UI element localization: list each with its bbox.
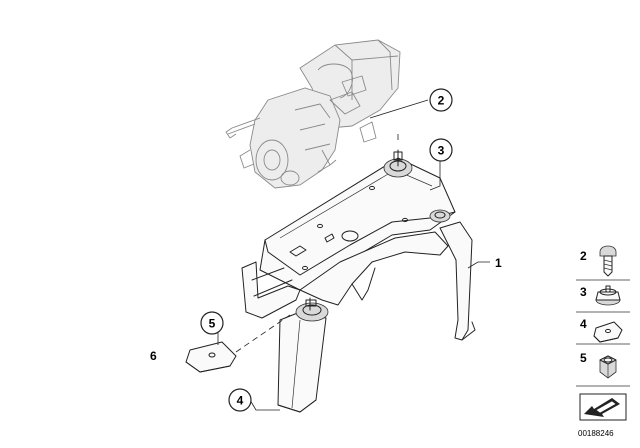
callout-3-label: 3 (438, 144, 445, 158)
hydraulic-unit-ghost (225, 39, 401, 189)
callout-4: 4 (228, 388, 252, 412)
legend-number-5: 5 (580, 351, 587, 365)
installation-arrow-icon (579, 393, 627, 421)
hex-nut-icon (599, 355, 617, 379)
callout-4-label: 4 (237, 394, 244, 408)
rubber-mount-icon (595, 285, 621, 306)
clip-nut-icon (593, 321, 623, 343)
leader-lines (217, 99, 490, 411)
callout-6: 6 (150, 349, 157, 363)
callout-2: 2 (429, 88, 453, 112)
parts-legend: 2 3 4 5 (576, 245, 630, 421)
callout-3: 3 (429, 138, 453, 162)
callout-5-label: 5 (209, 317, 216, 331)
document-number: 00188246 (578, 429, 614, 438)
legend-number-4: 4 (580, 317, 587, 331)
callout-2-label: 2 (438, 94, 445, 108)
callout-6-label: 6 (150, 349, 157, 363)
bolt-icon (599, 245, 617, 277)
bracket-part-1 (241, 149, 476, 413)
assembly-line-lower (235, 314, 291, 353)
legend-number-3: 3 (580, 285, 587, 299)
clip-nut-part-6 (185, 341, 237, 373)
callout-5: 5 (200, 311, 224, 335)
legend-number-2: 2 (580, 249, 587, 263)
callout-1: 1 (495, 256, 502, 270)
callout-1-label: 1 (495, 256, 502, 270)
